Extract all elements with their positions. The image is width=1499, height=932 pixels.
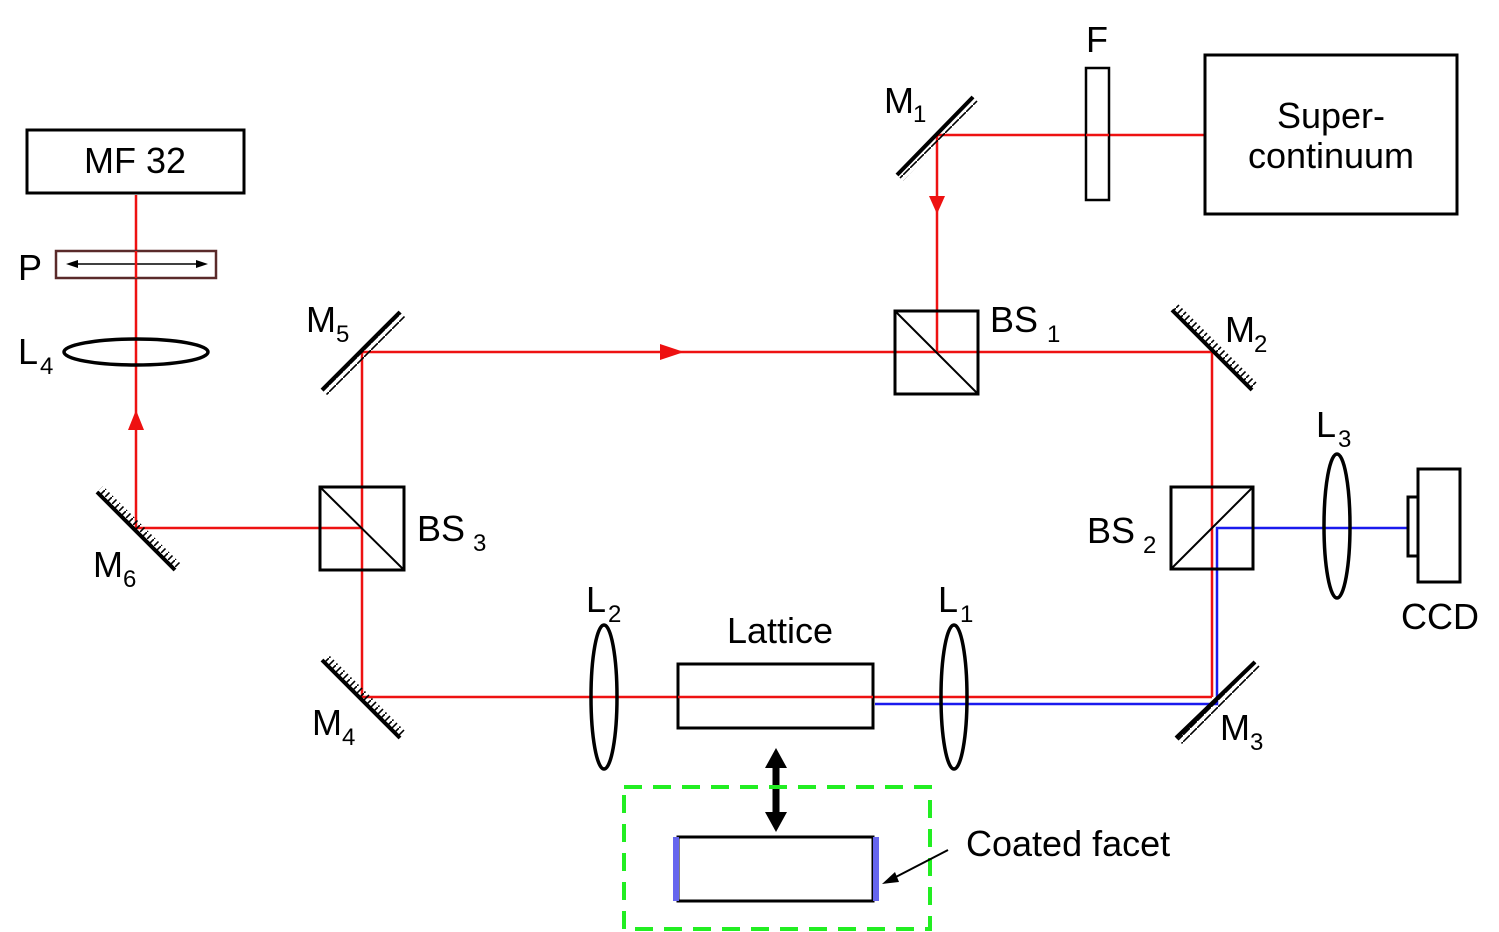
mirror-m2: M 2: [1170, 304, 1267, 392]
mirror-m6: M 6: [93, 486, 181, 593]
coated-facet-label: Coated facet: [966, 823, 1170, 864]
m3-label-base: M: [1220, 707, 1250, 748]
bs1-label-base: BS: [990, 299, 1038, 340]
ccd-label: CCD: [1401, 596, 1479, 637]
lens-l2: L 2: [586, 579, 621, 771]
l4-label-sub: 4: [40, 353, 53, 380]
lattice-sample: Lattice: [676, 610, 875, 730]
l1-label-base: L: [938, 579, 958, 620]
m1-label-sub: 1: [913, 101, 926, 128]
supercontinuum-source: Super- continuum: [1203, 53, 1459, 216]
filter: F: [1084, 19, 1111, 202]
mirror-m3: M 3: [1174, 660, 1263, 756]
arrow-down-icon: [929, 196, 945, 214]
m4-label-base: M: [312, 702, 342, 743]
mirror-m4: M 4: [312, 654, 406, 751]
m3-label-sub: 3: [1250, 729, 1263, 756]
l4-label-base: L: [18, 331, 38, 372]
lattice-label: Lattice: [727, 610, 833, 651]
beam-arrows: [128, 196, 945, 430]
m2-label-base: M: [1225, 309, 1255, 350]
lens-l1: L 1: [938, 579, 973, 771]
polarizer-arrow-right-icon: [196, 260, 208, 268]
facet-coating-left: [673, 837, 679, 901]
l3-label-sub: 3: [1338, 426, 1351, 453]
bs2-label-base: BS: [1087, 510, 1135, 551]
m1-label-base: M: [884, 80, 914, 121]
mf32-label: MF 32: [84, 140, 186, 181]
bs3-label-sub: 3: [473, 530, 486, 557]
supercontinuum-label-line1: Super-: [1277, 95, 1385, 136]
beam-splitter-bs2: BS 2: [1087, 485, 1255, 571]
l3-label-base: L: [1316, 404, 1336, 445]
mf32-box: MF 32: [25, 128, 246, 195]
polarizer-label: P: [18, 247, 42, 288]
m2-label-sub: 2: [1254, 331, 1267, 358]
beam-splitter-bs3: BS 3: [318, 485, 486, 572]
m5-label-sub: 5: [336, 321, 349, 348]
m4-label-sub: 4: [342, 724, 355, 751]
bs3-label-base: BS: [417, 508, 465, 549]
beam-splitter-bs1: BS 1: [893, 299, 1060, 396]
bs1-label-sub: 1: [1047, 321, 1060, 348]
blue-beam-path: [875, 526, 1410, 706]
mirror-m1: M 1: [884, 80, 979, 181]
l2-label-base: L: [586, 579, 606, 620]
ccd-camera: CCD: [1401, 467, 1479, 637]
red-beam-path: [134, 133, 1214, 699]
lens-l3: L 3: [1316, 404, 1352, 600]
l1-label-sub: 1: [960, 601, 973, 628]
coated-facet-inset: Coated facet: [622, 785, 1170, 931]
m5-label-base: M: [306, 299, 336, 340]
swap-double-arrow-icon: [765, 748, 787, 832]
polarizer-arrow-left-icon: [66, 260, 78, 268]
lens-l4: L 4: [18, 331, 210, 380]
facet-coating-right: [873, 837, 879, 901]
bs2-label-sub: 2: [1143, 532, 1156, 559]
filter-label: F: [1086, 19, 1108, 60]
m6-label-base: M: [93, 544, 123, 585]
arrow-right-icon: [660, 344, 684, 360]
supercontinuum-label-line2: continuum: [1248, 135, 1414, 176]
blue-beam-lattice-to-ccd: [875, 526, 1410, 706]
m6-label-sub: 6: [123, 566, 136, 593]
arrow-up-icon: [128, 410, 144, 430]
polarizer: P: [18, 247, 218, 288]
pointer-arrow-icon: [882, 872, 899, 884]
l2-label-sub: 2: [608, 601, 621, 628]
mirror-m5: M 5: [306, 299, 406, 396]
